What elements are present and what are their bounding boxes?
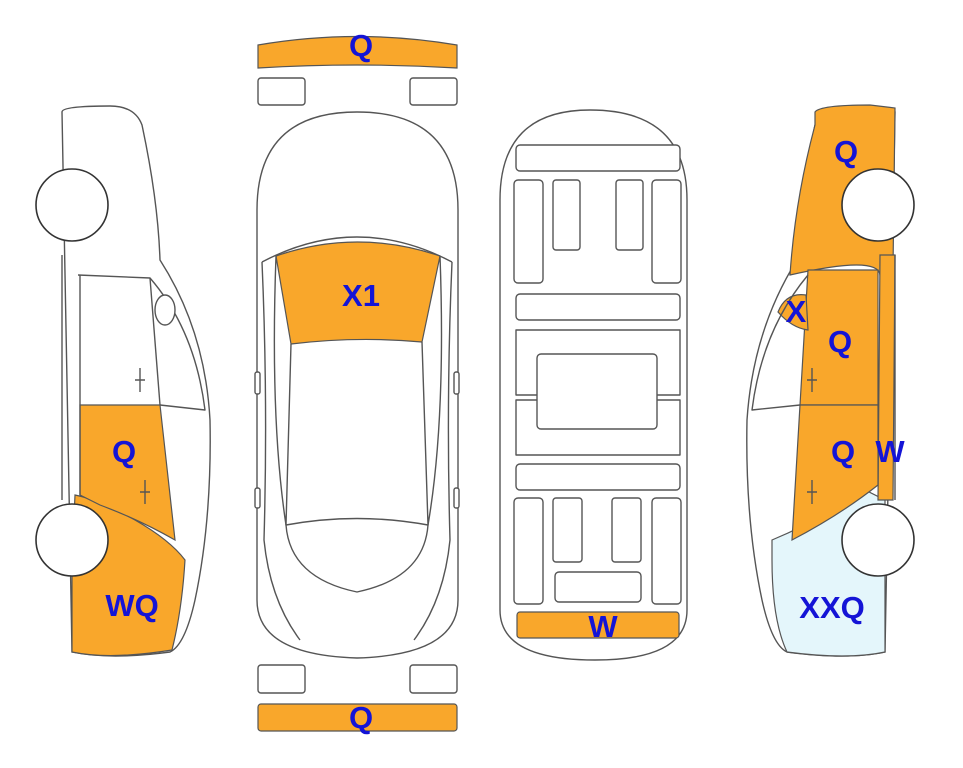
- car-top-right-side: [413, 261, 453, 641]
- right-mirror[interactable]: [453, 371, 460, 395]
- car-top-body: [256, 111, 459, 659]
- floor-left-inner-front: [552, 179, 581, 251]
- floor-spare-well: [554, 571, 642, 603]
- floor-crossmember-rear: [515, 463, 681, 491]
- left-rear-door-label: Q: [112, 434, 136, 469]
- rear-left-light[interactable]: [257, 664, 306, 694]
- left-side-view: Q WQ: [35, 105, 211, 657]
- left-front-wheel[interactable]: [35, 168, 109, 242]
- left-mirror-side[interactable]: [154, 294, 176, 326]
- left-rear-wheel[interactable]: [35, 503, 109, 577]
- right-rear-quarter-top-label: Q: [834, 134, 858, 169]
- left-rear-door-panel[interactable]: [79, 404, 176, 542]
- left-mirror[interactable]: [254, 371, 261, 395]
- right-sill-label: W: [875, 434, 905, 469]
- floor-center-panel: [536, 353, 658, 430]
- car-top-roof: [285, 341, 429, 526]
- right-front-door-panel[interactable]: [791, 404, 879, 542]
- left-side-door-line: [149, 277, 161, 406]
- left-side-window: [77, 274, 206, 411]
- car-top-left-inner: [273, 255, 287, 526]
- rear-bumper-label: Q: [349, 700, 373, 735]
- right-front-door-handle: [807, 480, 817, 504]
- left-rear-quarter-label: WQ: [105, 588, 158, 623]
- front-bumper-panel[interactable]: [257, 35, 458, 69]
- right-side-window: [751, 274, 809, 411]
- right-rear-wheel[interactable]: [841, 168, 915, 242]
- trunk-floor-panel[interactable]: [516, 611, 680, 639]
- front-left-light[interactable]: [257, 77, 306, 106]
- floor-right-inner-front: [615, 179, 644, 251]
- left-rear-door-handle: [140, 480, 150, 504]
- car-top-view: X1: [254, 111, 460, 659]
- right-pillar-label: X: [786, 294, 807, 329]
- floor-right-outer-rear: [651, 497, 682, 605]
- floor-front-rail: [515, 144, 681, 172]
- front-right-light[interactable]: [409, 77, 458, 106]
- underbody-view: W: [499, 109, 688, 661]
- right-front-fender-label: XXQ: [799, 590, 864, 625]
- front-bumper-label: Q: [349, 28, 373, 63]
- floor-left-outer-front: [513, 179, 544, 284]
- left-front-door-handle: [135, 368, 145, 392]
- car-top-left-side: [261, 261, 301, 641]
- right-sill-panel[interactable]: [877, 254, 896, 501]
- left-handle-rear: [254, 487, 261, 509]
- front-bumper-view: Q: [257, 28, 458, 106]
- right-front-door-label: Q: [831, 434, 855, 469]
- floor-left-inner-rear: [552, 497, 583, 563]
- right-side-view: Q X Q Q W XXQ: [746, 104, 915, 657]
- windshield-panel[interactable]: [275, 241, 441, 345]
- floor-left-outer-rear: [513, 497, 544, 605]
- rear-right-light[interactable]: [409, 664, 458, 694]
- trunk-floor-label: W: [588, 609, 618, 644]
- floor-crossmember-front: [515, 293, 681, 321]
- rear-bumper-panel[interactable]: [257, 703, 458, 732]
- right-rear-door-handle: [807, 368, 817, 392]
- right-pillar-panel[interactable]: [777, 294, 809, 331]
- car-top-rear-window: [285, 524, 429, 593]
- right-front-wheel[interactable]: [841, 503, 915, 577]
- car-top-hood-line: [261, 236, 453, 263]
- car-top-right-inner: [427, 255, 443, 526]
- rear-bumper-view: Q: [257, 664, 458, 735]
- floor-right-outer-front: [651, 179, 682, 284]
- right-rear-door-label: Q: [828, 324, 852, 359]
- windshield-label: X1: [342, 278, 380, 313]
- floor-right-inner-rear: [611, 497, 642, 563]
- right-handle-rear: [453, 487, 460, 509]
